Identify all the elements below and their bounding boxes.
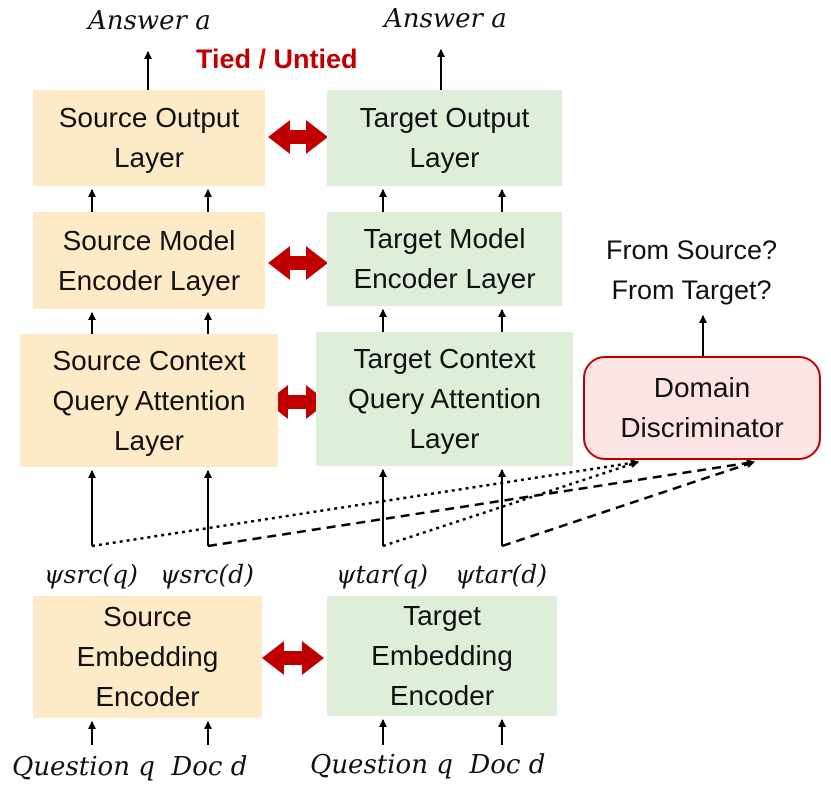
target-context-query-attention-layer: Target Context Query Attention Layer bbox=[316, 332, 573, 466]
dashed-src-d-to-disc bbox=[207, 459, 755, 548]
input-label-left: Question q Doc d bbox=[12, 752, 248, 782]
target-output-layer: Target Output Layer bbox=[327, 90, 562, 186]
discriminator-output-label: From Source? From Target? bbox=[606, 235, 778, 305]
target-model-encoder-layer: Target Model Encoder Layer bbox=[327, 212, 562, 306]
source-model-encoder-label: Source Model Encoder Layer bbox=[57, 224, 241, 296]
discriminator-feeds bbox=[91, 459, 755, 548]
source-flow-arrows bbox=[88, 51, 212, 745]
source-output-layer: Source Output Layer bbox=[33, 90, 265, 186]
source-context-query-attention-layer: Source Context Query Attention Layer bbox=[20, 334, 278, 467]
dashed-tgt-d-to-disc bbox=[501, 460, 755, 548]
source-context-label: Source Context Query Attention Layer bbox=[52, 344, 246, 456]
domain-discriminator-label: Domain Discriminator bbox=[620, 372, 784, 443]
tie-arrow-embedding bbox=[262, 641, 324, 675]
target-flow-arrows bbox=[379, 49, 707, 745]
source-embedding-label: Source Embedding Encoder bbox=[76, 601, 219, 712]
tie-arrows bbox=[262, 120, 328, 675]
tied-untied-label: Tied / Untied bbox=[196, 44, 358, 74]
dotted-tgt-q-to-disc bbox=[382, 460, 639, 548]
source-model-encoder-layer: Source Model Encoder Layer bbox=[33, 212, 265, 309]
psi-tar-q-label: ψtar(q) bbox=[336, 560, 429, 589]
domain-discriminator: Domain Discriminator bbox=[583, 356, 821, 460]
tie-arrow-model bbox=[268, 246, 328, 280]
target-model-encoder-label: Target Model Encoder Layer bbox=[353, 223, 536, 294]
target-embedding-encoder: Target Embedding Encoder bbox=[327, 596, 557, 716]
source-output-layer-label: Source Output Layer bbox=[58, 102, 240, 173]
tie-arrow-output bbox=[268, 120, 328, 154]
psi-src-d-label: ψsrc(d) bbox=[160, 560, 254, 589]
psi-tar-d-label: ψtar(d) bbox=[455, 560, 548, 589]
dotted-src-q-to-disc bbox=[91, 459, 639, 548]
answer-label-left: Answer a bbox=[88, 6, 211, 36]
target-context-label: Target Context Query Attention Layer bbox=[347, 343, 541, 454]
tie-arrow-context bbox=[266, 385, 328, 419]
target-output-layer-label: Target Output Layer bbox=[359, 102, 530, 173]
psi-src-q-label: ψsrc(q) bbox=[44, 560, 138, 589]
input-label-right: Question q Doc d bbox=[310, 750, 546, 780]
target-embedding-label: Target Embedding Encoder bbox=[371, 600, 513, 711]
source-embedding-encoder: Source Embedding Encoder bbox=[33, 596, 262, 718]
answer-label-right: Answer a bbox=[384, 4, 507, 34]
